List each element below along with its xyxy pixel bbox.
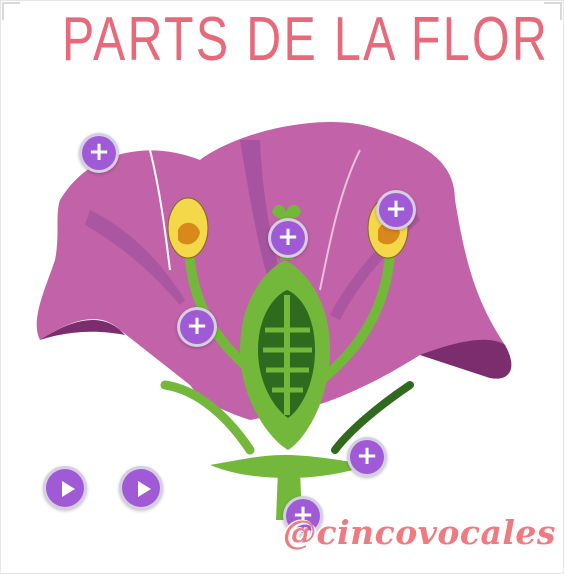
hotspot-anther[interactable]: + bbox=[376, 190, 416, 230]
plus-icon: + bbox=[292, 500, 314, 530]
hotspot-stigma[interactable]: + bbox=[268, 218, 308, 258]
watermark-handle: @cincovocales bbox=[283, 513, 556, 552]
page-title: PARTS DE LA FLOR bbox=[62, 5, 550, 74]
plus-icon: + bbox=[186, 311, 208, 341]
play-button-1[interactable] bbox=[43, 466, 87, 510]
hotspot-receptacle[interactable]: + bbox=[283, 496, 323, 536]
corner-mark bbox=[544, 2, 562, 20]
hotspot-filament[interactable]: + bbox=[177, 307, 217, 347]
hotspot-petal[interactable]: + bbox=[79, 133, 119, 173]
plus-icon: + bbox=[88, 137, 110, 167]
plus-icon: + bbox=[385, 194, 407, 224]
corner-mark bbox=[2, 2, 20, 20]
play-button-2[interactable] bbox=[119, 466, 163, 510]
hotspot-sepal[interactable]: + bbox=[347, 437, 387, 477]
plus-icon: + bbox=[356, 441, 378, 471]
flower-stem bbox=[160, 204, 414, 520]
plus-icon: + bbox=[277, 222, 299, 252]
